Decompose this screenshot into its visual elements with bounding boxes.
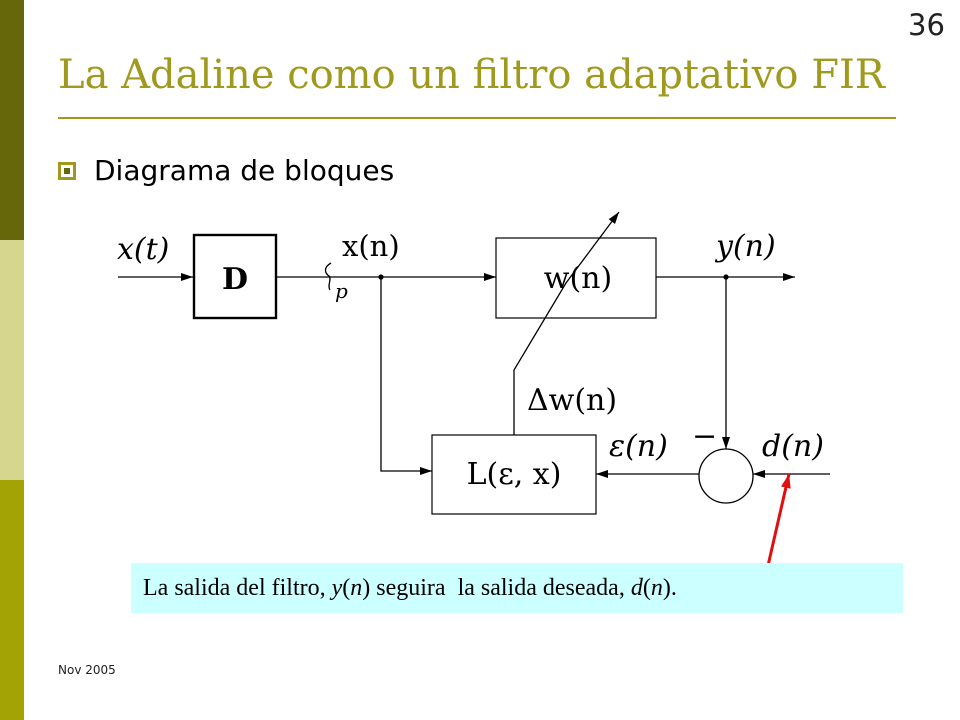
bullet-text: Diagrama de bloques — [94, 154, 395, 187]
filter-block-label: w(n) — [544, 261, 612, 296]
callout-d-arg: n — [650, 574, 663, 601]
input-label: x(t) — [117, 232, 169, 267]
learning-block — [431, 434, 597, 515]
callout-y-close: ) — [362, 574, 371, 601]
weight-update-wire — [513, 211, 620, 435]
square-bullet-icon — [58, 161, 76, 180]
callout-y-open: ( — [342, 574, 351, 601]
footer-date: Nov 2005 — [58, 663, 116, 677]
delay-block-label: D — [222, 262, 248, 297]
output-label: y(n) — [714, 229, 776, 264]
sidebar-block-top — [0, 0, 24, 240]
callout-d-close: ) — [662, 574, 671, 601]
callout-box: La salida del filtro, y(n) seguira la sa… — [131, 563, 903, 613]
callout-suffix: . — [670, 574, 677, 601]
page-number: 36 — [908, 8, 945, 42]
summing-junction — [698, 448, 754, 504]
error-label: ε(n) — [609, 429, 668, 464]
filter-block — [495, 237, 657, 319]
tap-to-learning-wire — [380, 277, 432, 475]
update-label: Δw(n) — [527, 383, 617, 418]
callout-y-name: y — [331, 574, 343, 601]
callout-y-arg: n — [350, 574, 363, 601]
desired-label: d(n) — [762, 429, 824, 464]
tap-subscript-label: p — [335, 279, 348, 303]
learning-block-label: L(ε, x) — [467, 457, 562, 492]
title-divider — [58, 117, 896, 119]
bullet-item: Diagrama de bloques — [58, 154, 394, 187]
slide-title: La Adaline como un filtro adaptativo FIR — [58, 52, 885, 98]
sidebar-block-bottom — [0, 480, 24, 720]
callout-pointer-arrow — [765, 473, 791, 571]
callout-d-name: d — [630, 574, 643, 601]
minus-sign-label: − — [692, 419, 717, 454]
delay-block — [192, 233, 278, 320]
callout-d-open: ( — [642, 574, 651, 601]
callout-prefix: La salida del filtro, — [143, 574, 332, 601]
callout-middle: seguira la salida deseada, — [370, 574, 631, 601]
tap-break-symbol — [324, 262, 332, 291]
sidebar-block-middle — [0, 240, 24, 480]
tap-label: x(n) — [342, 229, 400, 263]
